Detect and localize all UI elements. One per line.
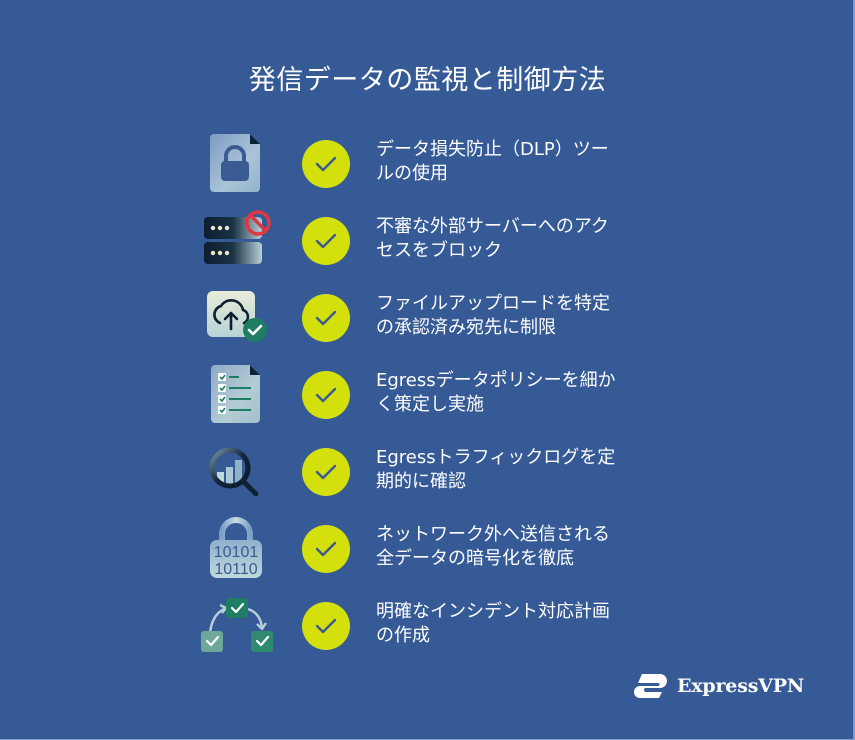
blocked-server-icon [198, 207, 274, 273]
svg-text:10110: 10110 [214, 561, 257, 578]
check-circle-icon [302, 448, 350, 496]
check-circle-icon [302, 217, 350, 265]
item-label: Egressトラフィックログを定 期的に確認 [376, 447, 616, 492]
list-item: データ損失防止（DLP）ツー ルの使用 [0, 134, 855, 241]
check-circle-icon [302, 140, 350, 188]
check-circle-icon [302, 371, 350, 419]
list-item: ファイルアップロードを特定 の承認済み宛先に制限 [0, 291, 855, 395]
cloud-upload-check-icon [198, 284, 274, 350]
item-label: 不審な外部サーバーへのアク セスをブロック [376, 216, 609, 261]
binary-padlock-icon: 10101 10110 [198, 515, 274, 581]
workflow-checks-icon [198, 592, 274, 658]
page-title: 発信データの監視と制御方法 [248, 65, 607, 96]
locked-document-icon [198, 130, 274, 196]
expressvpn-logo-icon [634, 674, 667, 698]
item-label: ネットワーク外へ送信される 全データの暗号化を徹底 [376, 524, 610, 569]
checklist-document-icon [198, 361, 274, 427]
list-item: 不審な外部サーバーへのアク セスをブロック [0, 210, 855, 318]
list-item: 10101 10110 ネットワーク外へ送信される 全データの暗号化を徹底 [0, 517, 855, 626]
check-circle-icon [302, 525, 350, 573]
expressvpn-logo: ExpressVPN [632, 671, 804, 701]
item-label: 明確なインシデント対応計画 の作成 [376, 601, 610, 646]
list-item: Egressトラフィックログを定 期的に確認 [0, 447, 855, 549]
right-border [853, 0, 855, 740]
brand-name: ExpressVPN [677, 675, 804, 697]
item-label: データ損失防止（DLP）ツー ルの使用 [376, 139, 609, 184]
item-label: ファイルアップロードを特定 の承認済み宛先に制限 [376, 293, 610, 338]
svg-text:10101: 10101 [214, 544, 259, 561]
list-item: 明確なインシデント対応計画 の作成 [0, 598, 855, 703]
check-circle-icon [302, 602, 350, 650]
list-item: Egressデータポリシーを細か く策定し実施 [0, 365, 855, 472]
magnifier-chart-icon [198, 438, 274, 504]
check-circle-icon [302, 294, 350, 342]
item-label: Egressデータポリシーを細か く策定し実施 [376, 370, 616, 415]
